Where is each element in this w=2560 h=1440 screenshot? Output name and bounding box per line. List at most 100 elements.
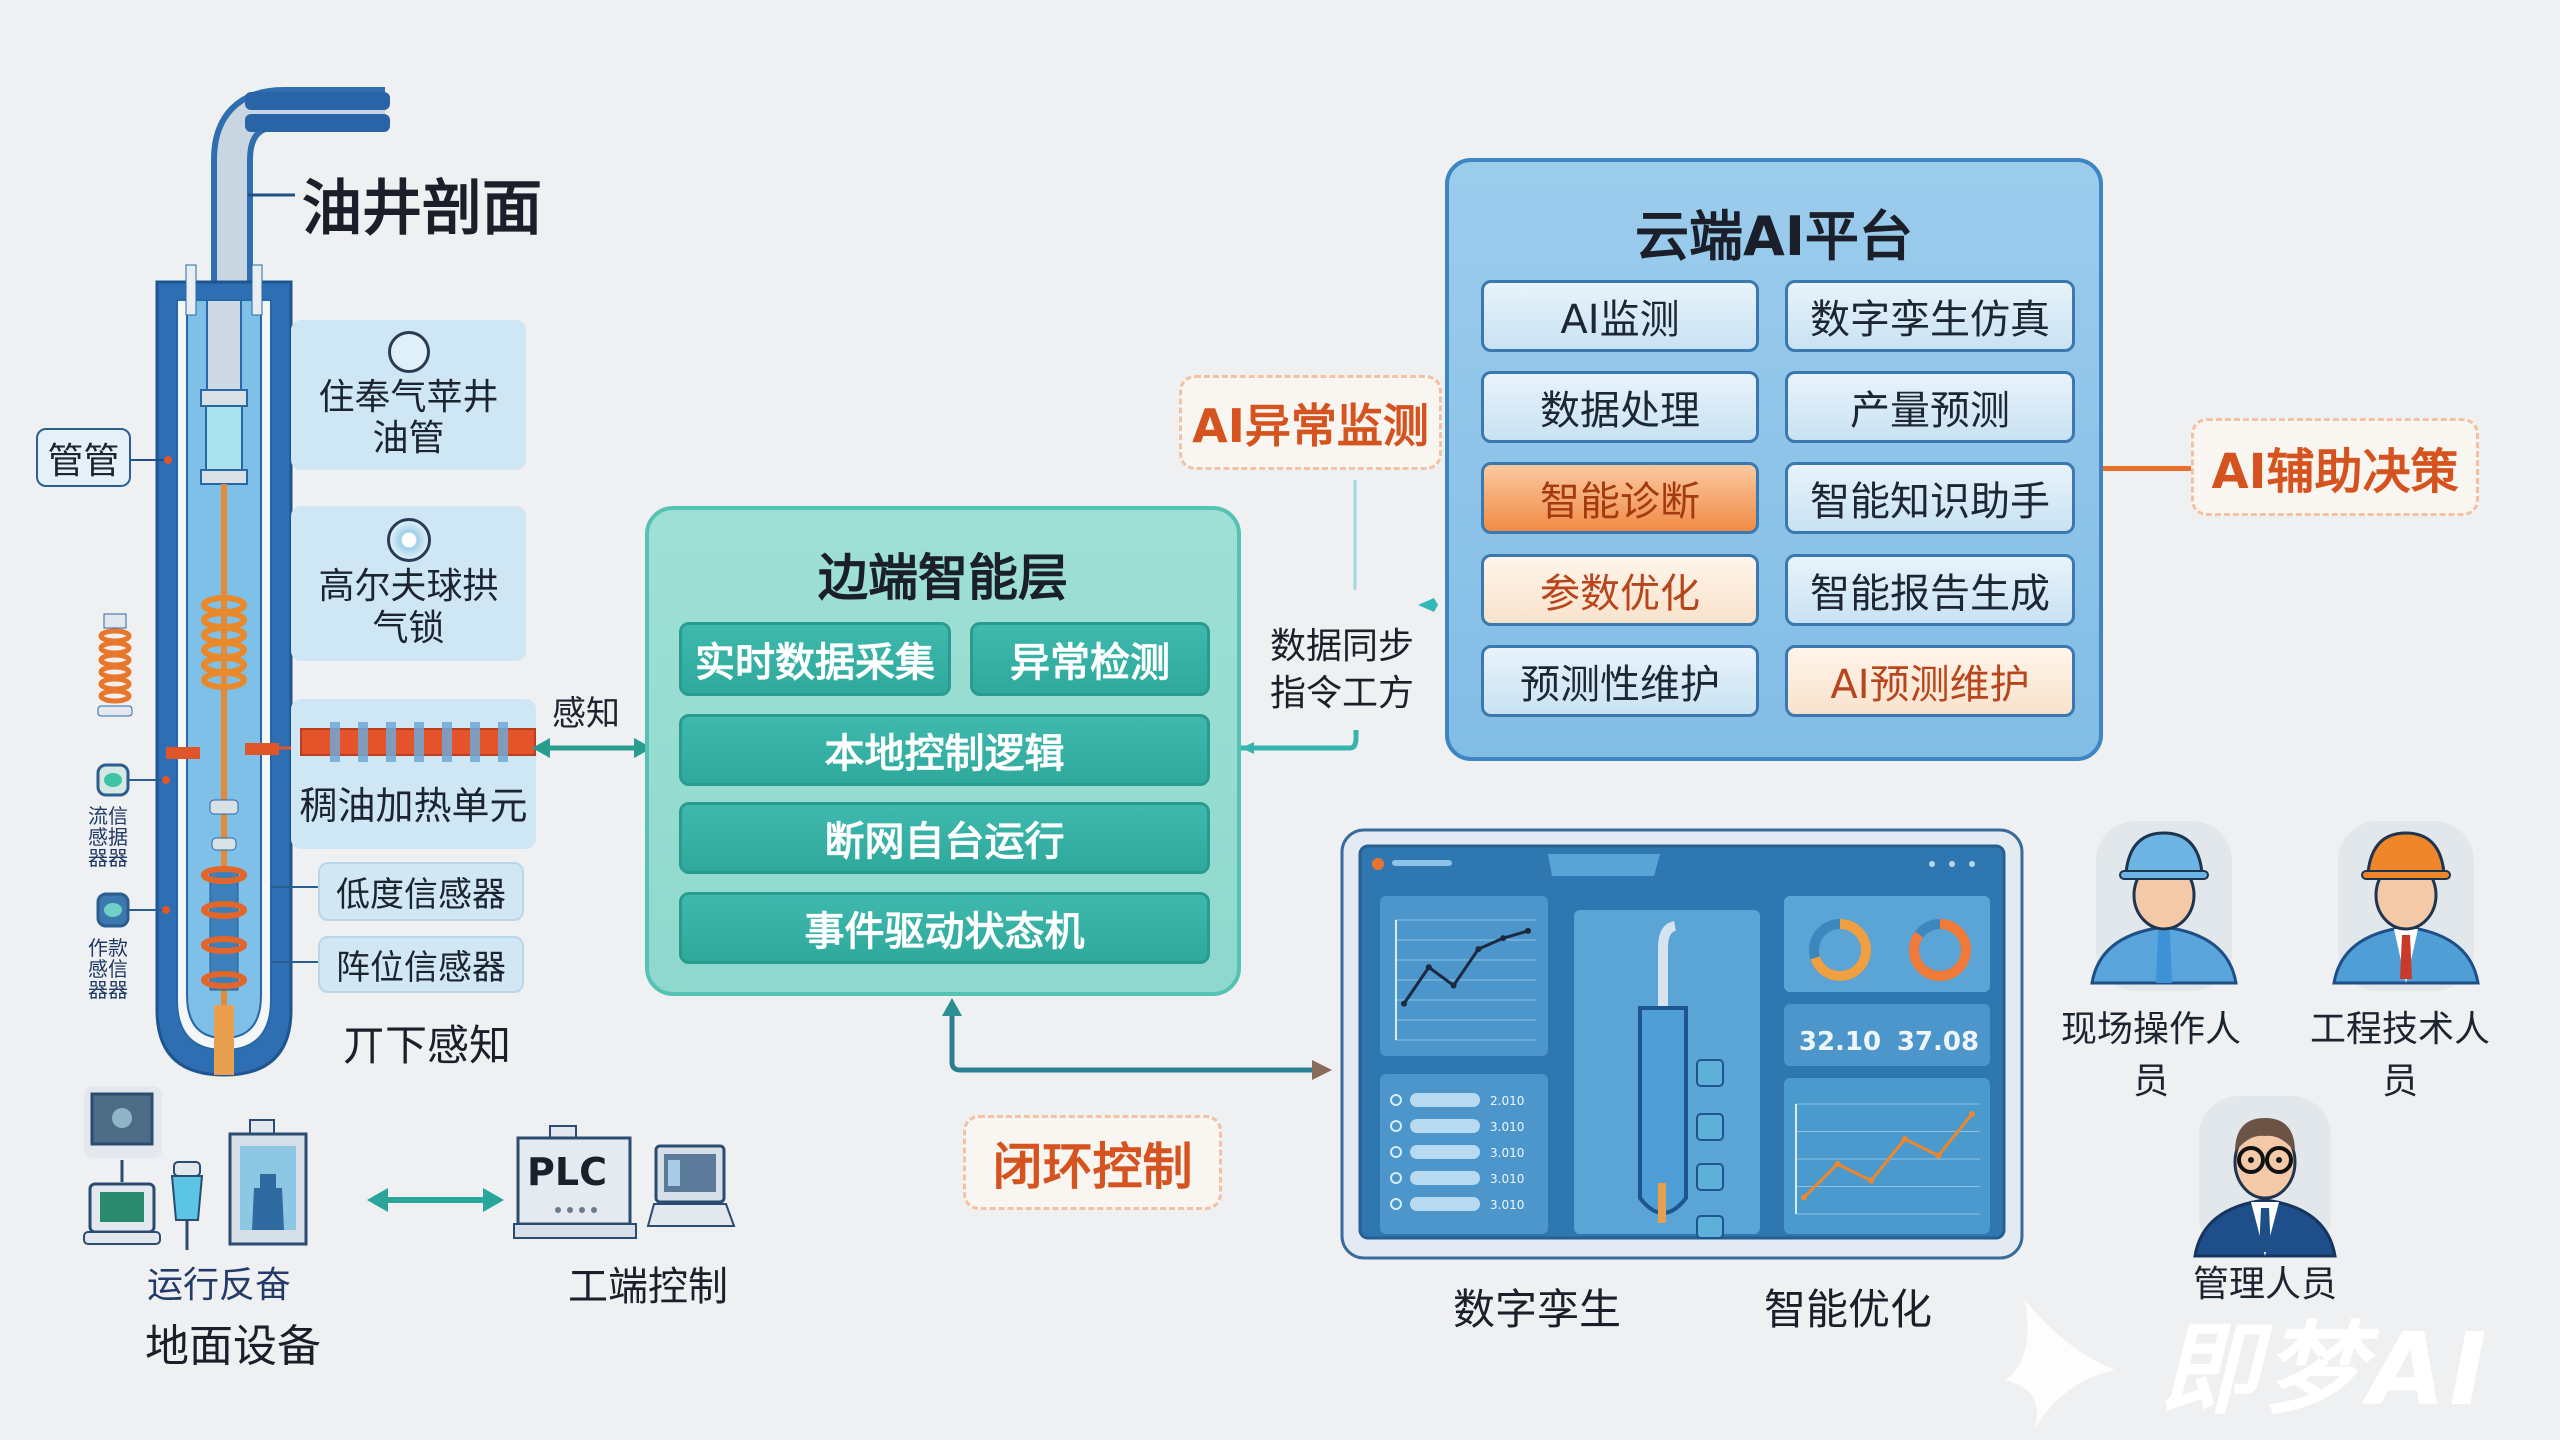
edge-intelligence-layer: 边端智能层 实时数据采集 异常检测 本地控制逻辑 断网自台运行 事件驱动状态机 xyxy=(645,506,1241,996)
manager-label: 管理人员 xyxy=(2192,1264,2337,1305)
sensor-label: 低度信感器 xyxy=(318,862,524,921)
donut-arc xyxy=(1909,919,1971,981)
cloud-item-ai-predictive-maintenance[interactable]: AI预测维护 xyxy=(1785,645,2075,717)
edge-item-anomaly-detection[interactable]: 异常检测 xyxy=(970,622,1210,696)
chart-point xyxy=(1475,946,1482,953)
row-bar xyxy=(1410,1145,1480,1159)
row-icon xyxy=(1390,1094,1402,1106)
chart-point xyxy=(1525,927,1531,934)
small-terminal-icon xyxy=(83,1182,161,1245)
kpi-value-2: 37.08 xyxy=(1897,1027,1979,1057)
donut-arc xyxy=(1809,919,1871,981)
row-bar xyxy=(1410,1093,1480,1107)
plc-icon xyxy=(513,1125,637,1239)
chart-series-line xyxy=(1802,1113,1974,1199)
spring-sensor-icon xyxy=(97,613,133,717)
callout-tubing: 住奉气苹井 油管 xyxy=(291,320,526,470)
sync-connector xyxy=(1241,480,1438,754)
cloud-item-production-forecast[interactable]: 产量预测 xyxy=(1785,371,2075,443)
cloud-item-param-optimization[interactable]: 参数优化 xyxy=(1481,554,1759,626)
sync-line-2: 指令工方 xyxy=(1270,672,1415,714)
sync-label: 数据同步 指令工方 xyxy=(1270,624,1414,718)
row-bar xyxy=(1410,1171,1480,1185)
closed-loop-arrow xyxy=(942,998,1332,1080)
row-icon xyxy=(1390,1146,1402,1158)
industrial-machine-icon xyxy=(228,1119,308,1246)
cloud-item-data-processing[interactable]: 数据处理 xyxy=(1481,371,1759,443)
row-icon xyxy=(1390,1172,1402,1184)
chart-point xyxy=(1401,1000,1407,1007)
kpi-panel xyxy=(1784,1004,1990,1066)
ground-caption: 运行反奋 xyxy=(147,1265,292,1306)
watermark-text: 即梦AI xyxy=(2160,1311,2491,1428)
pressure-sensor-icon xyxy=(96,892,170,928)
cloud-item-predictive-maintenance[interactable]: 预测性维护 xyxy=(1481,645,1759,717)
flow-sensor-label: 流信感据器器 xyxy=(88,804,128,870)
chart-series-line xyxy=(1402,929,1529,1005)
left-line-chart xyxy=(1395,919,1536,1041)
flow-sensor-icon xyxy=(96,763,170,797)
edge-title: 边端智能层 xyxy=(818,549,1068,607)
chart-point xyxy=(1834,1161,1841,1167)
chart-point xyxy=(1500,935,1507,942)
ai-anomaly-monitor-tag: AI异常监测 xyxy=(1179,375,1442,470)
row-icon xyxy=(1390,1120,1402,1132)
sense-double-arrow xyxy=(532,738,652,758)
smart-optimization-label: 智能优化 xyxy=(1764,1285,1933,1334)
edge-item-offline-run[interactable]: 断网自台运行 xyxy=(679,802,1210,874)
plc-text: PLC xyxy=(527,1150,607,1194)
row-value: 2.010 xyxy=(1490,1094,1524,1108)
donut-charts xyxy=(1809,919,1971,981)
cloud-item-knowledge-assistant[interactable]: 智能知识助手 xyxy=(1785,462,2075,534)
engineer-avatar xyxy=(2332,821,2480,991)
callout-gas-lock: 高尔夫球拱 气锁 xyxy=(291,506,526,661)
callout-text: 油管 xyxy=(372,418,445,459)
row-bar xyxy=(1410,1197,1480,1211)
well-cross-section-diagram xyxy=(96,87,390,1077)
well-title: 油井剖面 xyxy=(302,174,542,244)
cloud-item-smart-diagnosis[interactable]: 智能诊断 xyxy=(1481,462,1759,534)
row-value: 3.010 xyxy=(1490,1146,1524,1160)
golf-ball-icon xyxy=(386,518,431,563)
chart-point xyxy=(1801,1194,1807,1201)
cloud-item-digital-twin-sim[interactable]: 数字孪生仿真 xyxy=(1785,280,2075,352)
chart-point xyxy=(1425,964,1432,971)
heater-icon xyxy=(300,722,536,762)
chart-point xyxy=(1935,1152,1942,1159)
pressure-sensor-label: 作款感信器器 xyxy=(88,936,128,1002)
watermark-logo-icon xyxy=(2005,1300,2115,1428)
edge-item-realtime-data[interactable]: 实时数据采集 xyxy=(679,622,951,696)
sensor-label: 阵位信感器 xyxy=(318,936,524,993)
cloud-title: 云端AI平台 xyxy=(1635,205,1913,268)
edge-item-state-machine[interactable]: 事件驱动状态机 xyxy=(679,892,1210,964)
bidirectional-arrow xyxy=(367,1188,504,1212)
sense-label: 感知 xyxy=(552,694,620,734)
kpi-value-1: 32.10 xyxy=(1799,1027,1881,1057)
chart-point xyxy=(1868,1177,1875,1184)
circle-icon xyxy=(387,330,430,373)
right-line-chart xyxy=(1795,1103,1980,1215)
casing-label: 管管 xyxy=(36,428,131,487)
industrial-control-label: 工端控制 xyxy=(568,1264,728,1310)
coil-spring xyxy=(201,595,247,690)
cloud-ai-platform: 云端AI平台 AI监测 数字孪生仿真 数据处理 产量预测 智能诊断 智能知识助手… xyxy=(1445,158,2103,761)
chart-point xyxy=(1901,1136,1908,1142)
edge-item-local-control[interactable]: 本地控制逻辑 xyxy=(679,714,1210,786)
callout-text: 住奉气苹井 xyxy=(318,376,499,418)
callout-text: 高尔夫球拱 xyxy=(318,566,499,608)
ground-equipment-icons xyxy=(83,1086,736,1250)
engineer-label: 工程技术人员 xyxy=(2309,1009,2490,1102)
cloud-item-ai-monitor[interactable]: AI监测 xyxy=(1481,280,1759,352)
chart-point xyxy=(1969,1111,1975,1117)
wellhead-pipe xyxy=(211,87,390,470)
ground-equipment-title: 地面设备 xyxy=(145,1321,321,1372)
row-icon xyxy=(1390,1198,1402,1210)
row-value: 3.010 xyxy=(1490,1172,1524,1186)
cloud-item-report-generation[interactable]: 智能报告生成 xyxy=(1785,554,2075,626)
optimization-chart-panel xyxy=(1784,1078,1990,1234)
laptop-icon xyxy=(646,1144,736,1227)
flask-icon xyxy=(170,1161,204,1250)
monitor-icon xyxy=(84,1086,162,1182)
